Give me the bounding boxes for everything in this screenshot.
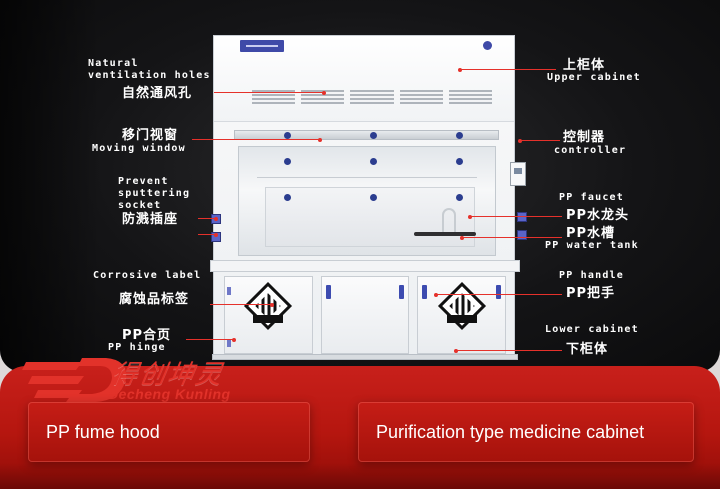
leader-dot — [434, 293, 438, 297]
door — [224, 276, 313, 354]
knob — [370, 132, 377, 139]
leader-line — [462, 237, 562, 238]
socket — [517, 230, 527, 240]
knob — [284, 194, 291, 201]
leader-dot — [460, 236, 464, 240]
callout-tank-cn: PP水槽 — [566, 226, 616, 241]
callout-ventilation-en: Natural ventilation holes — [88, 58, 211, 81]
leader-line — [470, 216, 562, 217]
leader-dot — [214, 217, 218, 221]
callout-upper-en: Upper cabinet — [547, 72, 641, 83]
callout-controller-en: controller — [554, 145, 627, 156]
callout-faucet-cn: PP水龙头 — [566, 208, 630, 223]
upper-cabinet-panel — [214, 36, 514, 122]
ventilation-holes — [252, 90, 493, 104]
water-tank — [414, 232, 476, 236]
leader-line — [198, 234, 216, 235]
knob — [370, 194, 377, 201]
cabinet-base — [212, 354, 518, 360]
hinge — [227, 339, 231, 347]
leader-dot — [468, 215, 472, 219]
knob — [456, 158, 463, 165]
corrosive-label-band — [446, 315, 477, 323]
worktop — [210, 260, 520, 272]
callout-hinge-en: PP hinge — [108, 342, 166, 353]
brand-dot — [483, 41, 492, 50]
leader-line — [192, 139, 320, 140]
pp-handle — [399, 285, 405, 299]
socket — [211, 232, 221, 242]
leader-line — [186, 339, 234, 340]
callout-hinge-cn: PP合页 — [122, 328, 172, 343]
knob — [370, 158, 377, 165]
inner-panel — [265, 187, 475, 247]
vent-slot — [448, 90, 493, 104]
knob — [456, 194, 463, 201]
callout-lower-cn: 下柜体 — [566, 342, 609, 357]
pp-handle — [325, 285, 331, 299]
sash-rail — [234, 130, 499, 140]
leader-line — [436, 294, 562, 295]
leader-line — [520, 140, 560, 141]
door — [320, 276, 410, 354]
corrosive-label-band — [253, 315, 284, 323]
vent-slot — [301, 90, 345, 104]
leader-line — [456, 350, 562, 351]
callout-faucet-en: PP faucet — [559, 192, 624, 203]
leader-dot — [270, 303, 274, 307]
callout-controller-cn: 控制器 — [563, 130, 606, 145]
leader-line — [210, 304, 272, 305]
callout-window-en: Moving window — [92, 143, 186, 154]
callout-upper-cn: 上柜体 — [563, 58, 606, 73]
brand-plate — [240, 40, 284, 52]
leader-line — [460, 69, 556, 70]
callout-handle-cn: PP把手 — [566, 286, 616, 301]
moving-window — [238, 146, 496, 256]
faucet — [442, 208, 456, 232]
callout-corrosive-cn: 腐蚀品标签 — [119, 292, 190, 307]
leader-line — [214, 92, 324, 93]
knob — [284, 158, 291, 165]
vent-slot — [350, 90, 394, 104]
callout-socket-cn: 防溅插座 — [122, 212, 179, 227]
knob — [284, 132, 291, 139]
pp-handle — [496, 285, 502, 299]
leader-dot — [454, 349, 458, 353]
leader-dot — [318, 138, 322, 142]
window-frame — [257, 177, 477, 178]
leader-dot — [458, 68, 462, 72]
callout-ventilation-cn: 自然通风孔 — [122, 86, 193, 101]
vent-slot — [399, 90, 443, 104]
fume-hood-cabinet — [210, 35, 527, 360]
callout-corrosive-en: Corrosive label — [93, 270, 202, 281]
socket — [517, 212, 527, 222]
callout-tank-en: PP water tank — [545, 240, 639, 251]
leader-dot — [232, 338, 236, 342]
door — [417, 276, 507, 354]
controller-panel — [510, 162, 526, 186]
pp-handle — [422, 285, 428, 299]
knob — [456, 132, 463, 139]
brand-name-en: Decheng Kunling — [108, 386, 231, 402]
caption-medicine-cabinet: Purification type medicine cabinet — [358, 402, 694, 462]
caption-pp-fume-hood: PP fume hood — [28, 402, 310, 462]
leader-dot — [214, 233, 218, 237]
leader-dot — [518, 139, 522, 143]
vent-slot — [252, 90, 296, 104]
hinge — [227, 287, 231, 295]
callout-lower-en: Lower cabinet — [545, 324, 639, 335]
callout-socket-en: Prevent sputtering socket — [118, 176, 191, 211]
callout-window-cn: 移门视窗 — [122, 128, 179, 143]
callout-handle-en: PP handle — [559, 270, 624, 281]
brand-logo-icon — [22, 358, 127, 402]
leader-dot — [322, 91, 326, 95]
lower-cabinet — [218, 274, 512, 356]
leader-line — [198, 218, 216, 219]
